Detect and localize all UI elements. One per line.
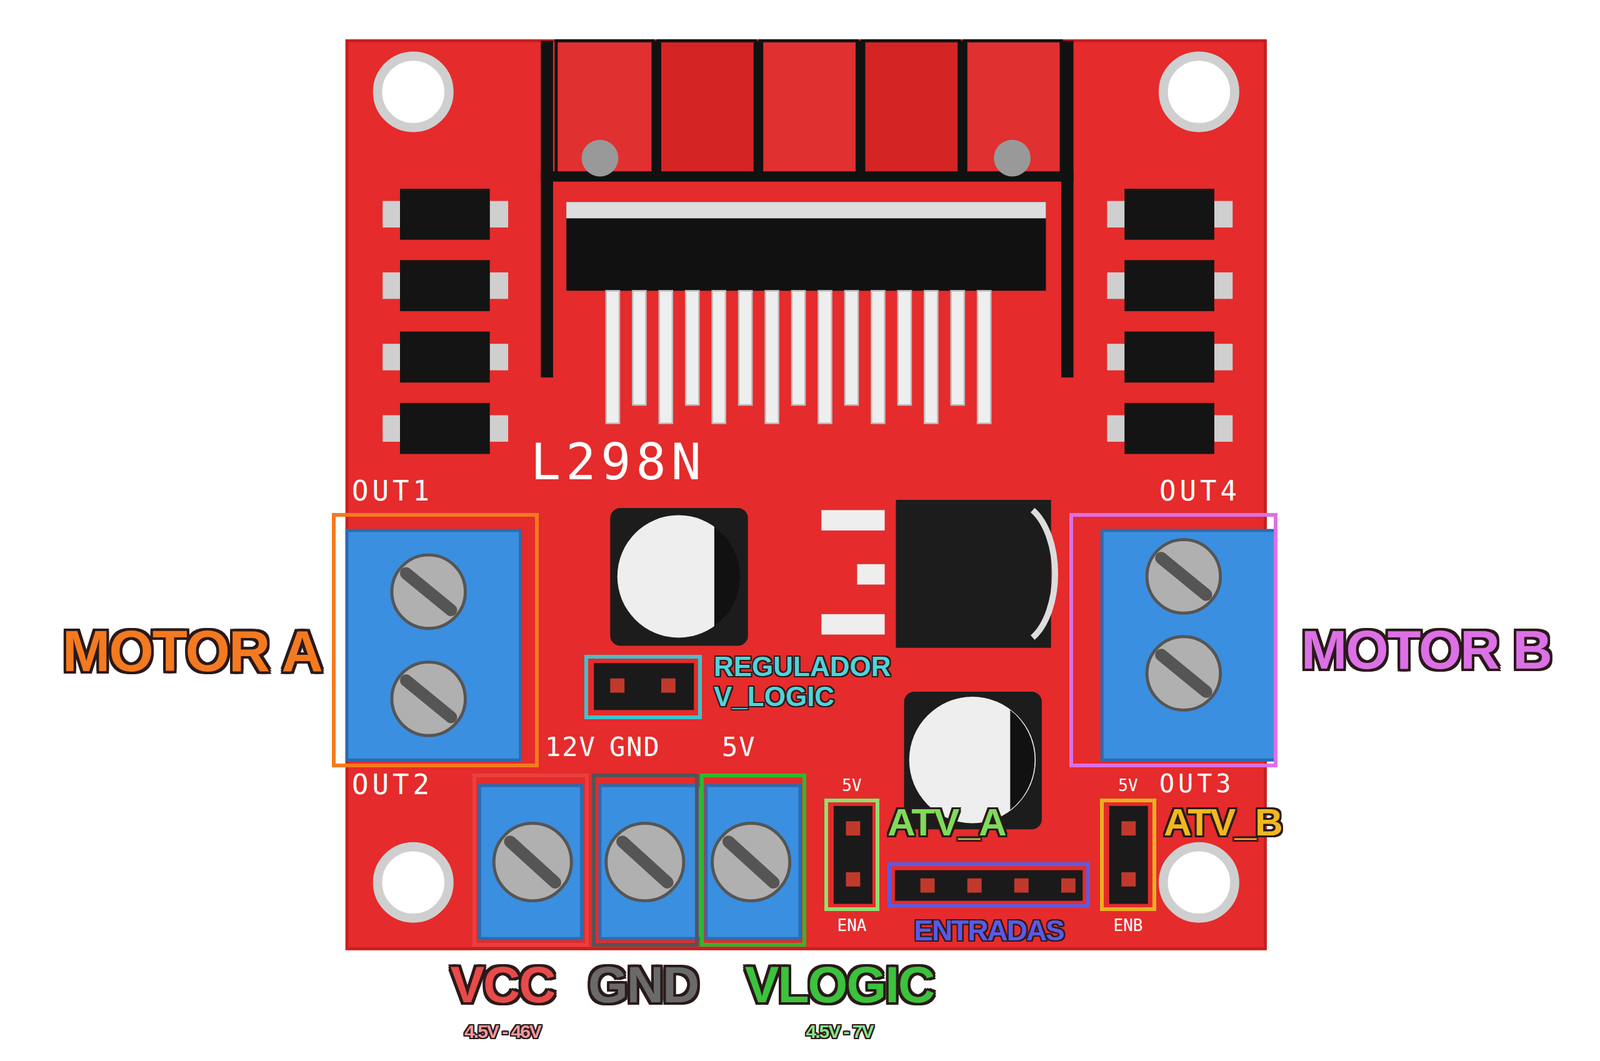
input-header: ENTRADAS (887, 862, 1090, 909)
callout-label: ATV_B (1163, 803, 1282, 842)
callout-label: GND (588, 959, 699, 1011)
output-pin-name: OUT1 (351, 477, 434, 505)
power-pin-name: 5V (721, 734, 757, 761)
output-pin-name: OUT3 (1159, 771, 1235, 797)
voltage-range: 4.5V - 7V (805, 1022, 873, 1042)
enable-b-jumper: ATV_B (1100, 798, 1157, 912)
vcc-terminal: VCC4.5V - 46V (472, 773, 589, 947)
callout-label: VCC (450, 959, 555, 1011)
pin-name: ENB (1113, 917, 1144, 934)
callout-label: ATV_A (887, 803, 1006, 842)
output-pin-name: OUT2 (351, 771, 434, 799)
motor-a-terminal: MOTOR A (331, 513, 539, 768)
circuit-board (346, 40, 1265, 949)
voltage-range: 4.5V - 46V (464, 1022, 541, 1042)
callout-label: MOTOR B (1301, 622, 1552, 678)
callout-label: MOTOR A (62, 622, 322, 680)
l298n-chip (566, 201, 1046, 424)
gnd-terminal: GND (591, 773, 699, 947)
pin-name: 5V (1118, 777, 1138, 794)
jumper-header (593, 663, 1149, 904)
callout-label: REGULADOR V_LOGIC (713, 651, 902, 713)
callout-label: ENTRADAS (913, 916, 1064, 945)
power-pin-name: 12V (545, 734, 597, 761)
output-pin-name: OUT4 (1159, 477, 1241, 505)
vlogic-terminal: VLOGIC4.5V - 7V (700, 773, 807, 947)
pin-name: ENA (837, 917, 867, 934)
heatsink (540, 40, 1074, 378)
enable-a-jumper: ATV_A (824, 798, 880, 912)
screw-terminal (346, 530, 1276, 939)
chip-name: L298N (530, 437, 707, 488)
diode (382, 188, 1233, 454)
power-pin-name: GND (609, 734, 661, 761)
regulator-jumper: REGULADOR V_LOGIC (584, 655, 702, 720)
callout-label: VLOGIC (745, 959, 934, 1011)
motor-b-terminal: MOTOR B (1069, 513, 1278, 768)
pin-name: 5V (841, 777, 862, 794)
voltage-regulator (821, 500, 1055, 649)
